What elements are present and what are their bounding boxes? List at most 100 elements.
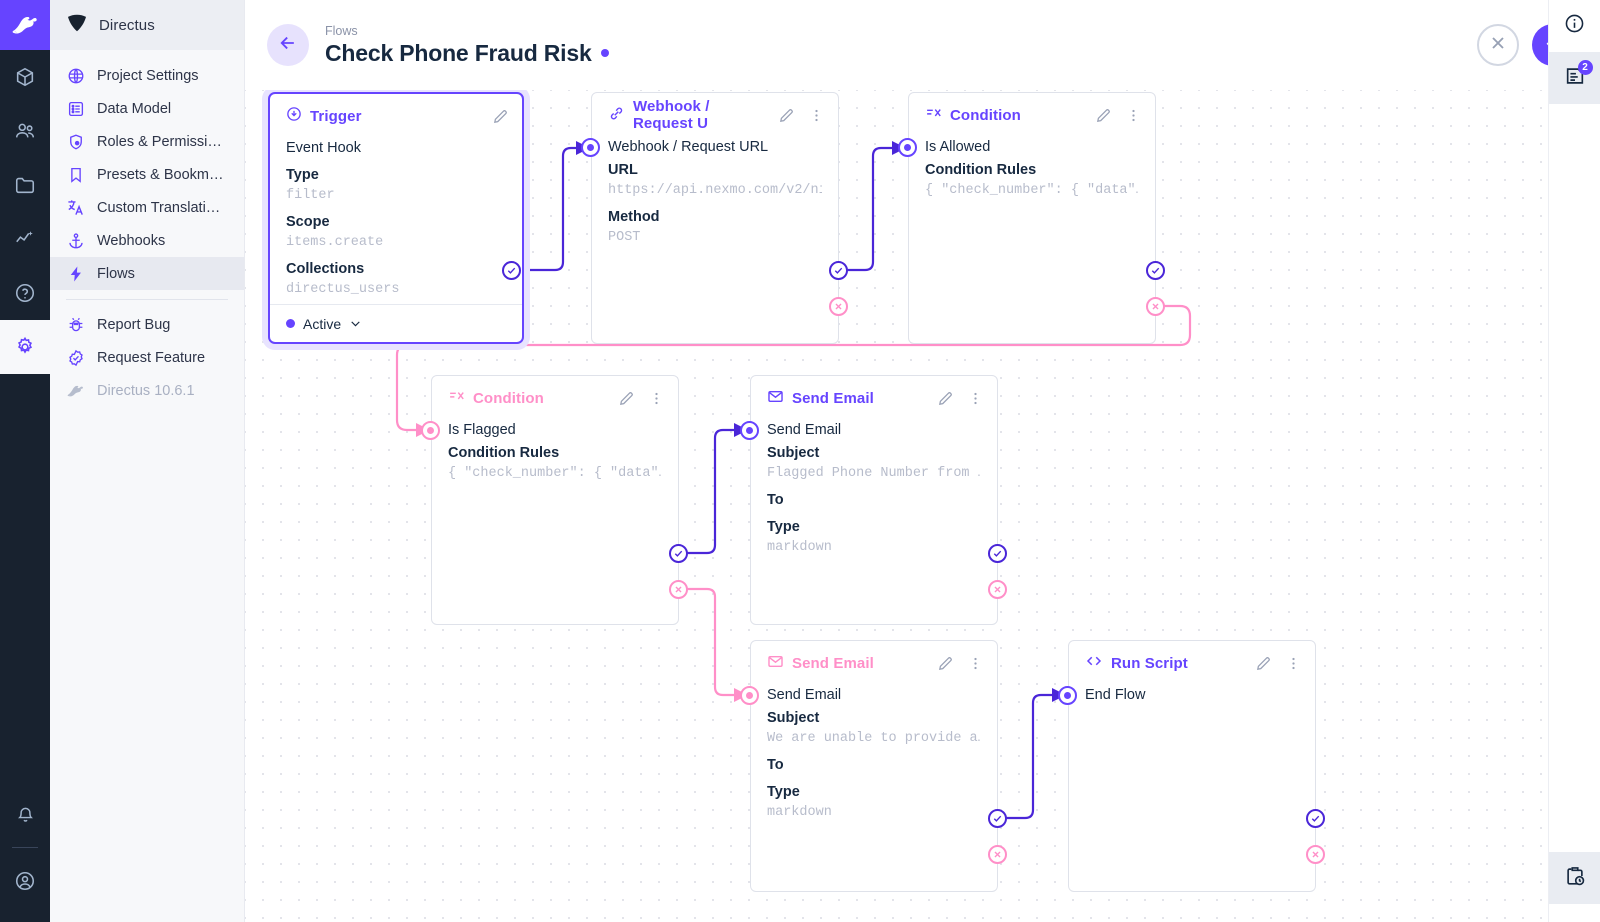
- activity-log-button[interactable]: [1548, 852, 1600, 904]
- handle-resolve-condition-flagged[interactable]: [669, 544, 688, 563]
- flow-node-trigger[interactable]: Trigger Event Hook Type filter Scope ite…: [268, 92, 524, 344]
- node-name: Send Email: [767, 687, 842, 703]
- node-name: End Flow: [1085, 687, 1146, 703]
- field-label: URL: [608, 162, 638, 178]
- field-label: Collections: [286, 261, 365, 277]
- edit-pencil-icon[interactable]: [1255, 655, 1272, 672]
- settings-sidebar: Directus Project Settings Data Model Rol…: [50, 0, 245, 922]
- handle-reject-send-email-flagged[interactable]: [988, 580, 1007, 599]
- edit-pencil-icon[interactable]: [937, 655, 954, 672]
- cancel-button[interactable]: [1477, 24, 1519, 66]
- node-name: Send Email: [767, 422, 842, 438]
- more-options-icon[interactable]: [1125, 107, 1142, 124]
- sidebar-item-webhooks[interactable]: Webhooks: [50, 224, 244, 257]
- flow-node-condition-allowed[interactable]: Condition Is Allowed Condition Rules { "…: [908, 92, 1156, 344]
- node-header: Webhook / Request U: [592, 93, 838, 137]
- handle-reject-run-script[interactable]: [1306, 845, 1325, 864]
- handle-reject-send-email-unable[interactable]: [988, 845, 1007, 864]
- breadcrumb[interactable]: Flows: [325, 23, 358, 38]
- node-type-label-webhook: Webhook / Request U: [608, 98, 764, 132]
- flow-node-send-email-flagged[interactable]: Send Email Send Email Subject Flagged Ph…: [750, 375, 998, 625]
- sidebar-item-request-feature[interactable]: Request Feature: [50, 341, 244, 374]
- edit-pencil-icon[interactable]: [618, 390, 635, 407]
- module-rail: [0, 0, 50, 922]
- more-options-icon[interactable]: [967, 390, 984, 407]
- field-value: { "check_number": { "data"…: [448, 466, 662, 481]
- handle-reject-webhook[interactable]: [829, 297, 848, 316]
- sidebar-item-presets-bookmarks[interactable]: Presets & Bookmar…: [50, 158, 244, 191]
- edge-flagged-reject-to-email-unable: [671, 587, 735, 697]
- sidebar-item-data-model[interactable]: Data Model: [50, 92, 244, 125]
- sidebar-item-report-bug[interactable]: Report Bug: [50, 308, 244, 341]
- sidebar-item-label: Webhooks: [97, 232, 166, 249]
- node-type-label-send-email: Send Email: [767, 388, 874, 409]
- rail-item-help[interactable]: [0, 266, 50, 320]
- sidebar-item-label: Project Settings: [97, 67, 199, 84]
- handle-input-webhook[interactable]: [581, 138, 600, 157]
- flow-canvas[interactable]: Trigger Event Hook Type filter Scope ite…: [245, 0, 1600, 922]
- flow-node-run-script[interactable]: Run Script End Flow: [1068, 640, 1316, 892]
- rail-item-user-account[interactable]: [0, 854, 50, 908]
- handle-reject-condition-flagged[interactable]: [669, 580, 688, 599]
- sidebar-item-custom-translations[interactable]: Custom Translations: [50, 191, 244, 224]
- edit-pencil-icon[interactable]: [937, 390, 954, 407]
- sidebar-brand-label: Directus: [99, 16, 155, 34]
- sidebar-item-flows[interactable]: Flows: [50, 257, 244, 290]
- flow-node-send-email-unable[interactable]: Send Email Send Email Subject We are una…: [750, 640, 998, 892]
- node-body: Webhook / Request URL URL https://api.ne…: [592, 137, 838, 262]
- handle-resolve-send-email-unable[interactable]: [988, 809, 1007, 828]
- edit-pencil-icon[interactable]: [492, 108, 509, 125]
- node-body: Is Allowed Condition Rules { "check_numb…: [909, 137, 1155, 215]
- node-body: Send Email Subject Flagged Phone Number …: [751, 420, 997, 572]
- node-header: Run Script: [1069, 641, 1315, 685]
- field-label: Type: [286, 167, 319, 183]
- more-options-icon[interactable]: [967, 655, 984, 672]
- more-options-icon[interactable]: [1285, 655, 1302, 672]
- more-options-icon[interactable]: [808, 107, 825, 124]
- rail-item-settings[interactable]: [0, 320, 50, 374]
- back-button[interactable]: [267, 24, 309, 66]
- more-options-icon[interactable]: [648, 390, 665, 407]
- handle-resolve-webhook[interactable]: [829, 261, 848, 280]
- handle-input-condition-allowed[interactable]: [898, 138, 917, 157]
- sidebar-item-roles-permissions[interactable]: Roles & Permissions: [50, 125, 244, 158]
- field-label: Subject: [767, 710, 820, 726]
- directus-rabbit-logo[interactable]: [0, 0, 50, 50]
- logs-sidebar-button[interactable]: 2: [1548, 52, 1600, 104]
- rail-item-notifications[interactable]: [0, 787, 50, 841]
- handle-resolve-trigger[interactable]: [502, 261, 521, 280]
- handle-input-send-email-flagged[interactable]: [740, 421, 759, 440]
- rail-item-insights[interactable]: [0, 212, 50, 266]
- handle-resolve-send-email-flagged[interactable]: [988, 544, 1007, 563]
- flow-node-condition-flagged[interactable]: Condition Is Flagged Condition Rules { "…: [431, 375, 679, 625]
- node-type-label-condition: Condition: [925, 105, 1021, 126]
- handle-input-run-script[interactable]: [1058, 686, 1077, 705]
- info-sidebar-button[interactable]: [1549, 0, 1600, 52]
- field-value: POST: [608, 230, 641, 245]
- trigger-status-toggle[interactable]: Active: [270, 304, 522, 342]
- node-body: End Flow: [1069, 685, 1315, 720]
- edge-flagged-to-email-flagged: [671, 428, 735, 555]
- sidebar-item-project-settings[interactable]: Project Settings: [50, 59, 244, 92]
- title-block: Flows Check Phone Fraud Risk: [325, 24, 609, 67]
- rail-item-user-directory[interactable]: [0, 104, 50, 158]
- rail-item-file-library[interactable]: [0, 158, 50, 212]
- info-icon: [1564, 13, 1585, 39]
- handle-resolve-condition-allowed[interactable]: [1146, 261, 1165, 280]
- handle-reject-condition-allowed[interactable]: [1146, 297, 1165, 316]
- sidebar-item-label: Custom Translations: [97, 199, 228, 216]
- rabbit-icon: [66, 381, 85, 400]
- code-brackets-icon: [1085, 652, 1103, 674]
- edge-webhook-to-condition-allowed: [830, 146, 893, 272]
- edit-pencil-icon[interactable]: [778, 107, 795, 124]
- node-name: Webhook / Request URL: [608, 139, 769, 155]
- handle-input-send-email-unable[interactable]: [740, 686, 759, 705]
- edit-pencil-icon[interactable]: [1095, 107, 1112, 124]
- handle-input-condition-flagged[interactable]: [421, 421, 440, 440]
- rail-item-content[interactable]: [0, 50, 50, 104]
- sidebar-item-label: Roles & Permissions: [97, 133, 228, 150]
- rail-divider: [12, 847, 38, 848]
- flow-node-webhook[interactable]: Webhook / Request U Webhook / Request UR…: [591, 92, 839, 344]
- sidebar-brand[interactable]: Directus: [50, 0, 244, 50]
- handle-resolve-run-script[interactable]: [1306, 809, 1325, 828]
